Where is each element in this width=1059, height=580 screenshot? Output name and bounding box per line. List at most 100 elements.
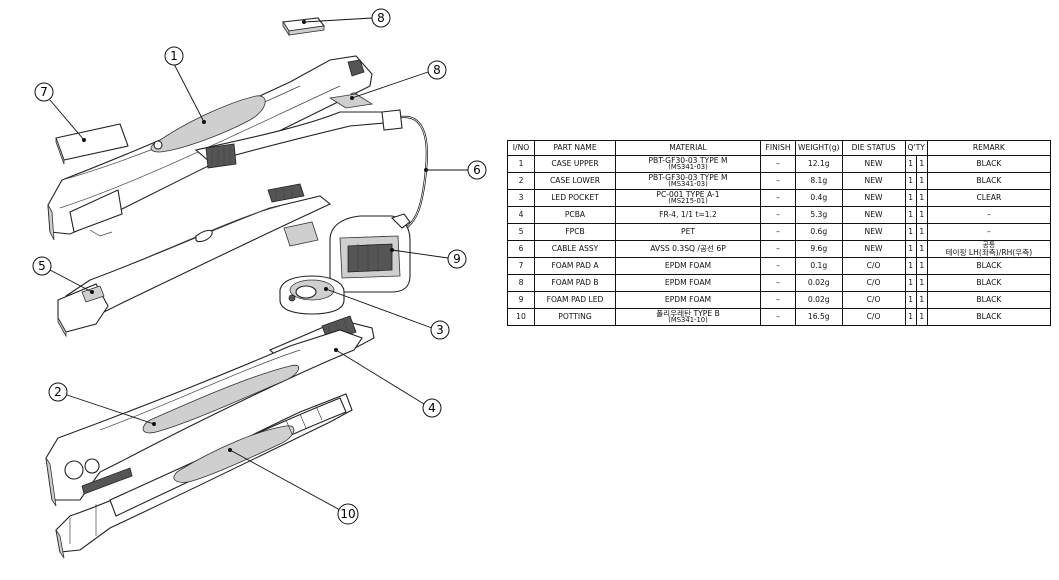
- row-remark: BLACK: [926, 257, 1051, 275]
- callout-8-right-number: 8: [433, 63, 441, 77]
- row-no: 2: [507, 172, 535, 190]
- row-die-status: NEW: [841, 240, 906, 258]
- row-qty-1: 1: [904, 172, 917, 190]
- callout-5: 5: [32, 256, 94, 294]
- row-die-status: C/O: [841, 308, 906, 326]
- row-die-status: C/O: [841, 291, 906, 309]
- row-remark: –: [926, 206, 1051, 224]
- row-qty-2: 1: [915, 291, 928, 309]
- row-qty-1: 1: [904, 223, 917, 241]
- row-qty-2: 1: [915, 308, 928, 326]
- row-qty-2: 1: [915, 172, 928, 190]
- row-material: EPDM FOAM: [615, 257, 761, 275]
- remark-main: 테이핑 LH(좌측)/RH(우측): [945, 248, 1033, 257]
- callout-10-number: 10: [340, 507, 355, 521]
- row-qty-2: 1: [915, 223, 928, 241]
- row-die-status: NEW: [841, 223, 906, 241]
- header-weight: WEIGHT(g): [795, 140, 843, 156]
- row-material: FR-4, 1/1 t=1.2: [615, 206, 761, 224]
- row-material: EPDM FOAM: [615, 274, 761, 292]
- table-row: 2 CASE LOWER PBT-GF30-03 TYPE M(MS341-03…: [507, 172, 1051, 190]
- row-no: 3: [507, 189, 535, 207]
- callout-3-number: 3: [436, 323, 444, 337]
- row-material: PET: [615, 223, 761, 241]
- row-no: 6: [507, 240, 535, 258]
- row-qty-2: 1: [915, 189, 928, 207]
- material-main: PBT-GF30-03 TYPE M: [648, 155, 728, 165]
- row-qty-1: 1: [904, 274, 917, 292]
- table-row: 8 FOAM PAD B EPDM FOAM – 0.02g C/O 1 1 B…: [507, 274, 1051, 292]
- row-qty-1: 1: [904, 308, 917, 326]
- material-main: PBT-GF30-03 TYPE M: [648, 172, 728, 182]
- row-remark: BLACK: [926, 274, 1051, 292]
- row-remark: CLEAR: [926, 189, 1051, 207]
- row-die-status: C/O: [841, 257, 906, 275]
- callout-10: 10: [228, 448, 359, 525]
- row-part-name: CABLE ASSY: [534, 240, 616, 258]
- table-row: 5 FPCB PET – 0.6g NEW 1 1 –: [507, 223, 1051, 241]
- row-remark: BLACK: [926, 308, 1051, 326]
- callout-6-number: 6: [473, 163, 481, 177]
- row-finish: –: [760, 308, 796, 326]
- row-qty-1: 1: [904, 206, 917, 224]
- row-part-name: LED POCKET: [534, 189, 616, 207]
- row-no: 8: [507, 274, 535, 292]
- row-qty-2: 1: [915, 240, 928, 258]
- row-material: 폴리우레탄 TYPE B(MS341-10): [615, 308, 761, 326]
- header-qty: Q'TY: [904, 140, 928, 156]
- header-material: MATERIAL: [615, 140, 761, 156]
- row-no: 1: [507, 155, 535, 173]
- row-material: PBT-GF30-03 TYPE M(MS341-03): [615, 172, 761, 190]
- case-lower: [45, 329, 363, 507]
- remark-top: 공통: [982, 240, 996, 249]
- row-part-name: FOAM PAD B: [534, 274, 616, 292]
- connector-housing: [283, 213, 411, 293]
- row-part-name: POTTING: [534, 308, 616, 326]
- row-weight: 0.1g: [795, 257, 843, 275]
- row-qty-1: 1: [904, 291, 917, 309]
- row-finish: –: [760, 240, 796, 258]
- header-die-status: DIE STATUS: [841, 140, 906, 156]
- row-no: 9: [507, 291, 535, 309]
- fpcb: [57, 183, 332, 338]
- callout-4-number: 4: [428, 401, 436, 415]
- callout-7-number: 7: [40, 85, 48, 99]
- row-remark: –: [926, 223, 1051, 241]
- row-part-name: CASE LOWER: [534, 172, 616, 190]
- row-part-name: FOAM PAD LED: [534, 291, 616, 309]
- row-weight: 0.4g: [795, 189, 843, 207]
- row-die-status: C/O: [841, 274, 906, 292]
- row-finish: –: [760, 206, 796, 224]
- material-main: 폴리우레탄 TYPE B: [656, 308, 720, 318]
- row-die-status: NEW: [841, 189, 906, 207]
- row-no: 5: [507, 223, 535, 241]
- row-material: PC-001 TYPE A-1(MS215-01): [615, 189, 761, 207]
- foam-pad-a: [55, 123, 129, 165]
- table-row: 7 FOAM PAD A EPDM FOAM – 0.1g C/O 1 1 BL…: [507, 257, 1051, 275]
- header-finish: FINISH: [760, 140, 796, 156]
- row-die-status: NEW: [841, 155, 906, 173]
- row-no: 4: [507, 206, 535, 224]
- row-part-name: FOAM PAD A: [534, 257, 616, 275]
- row-weight: 12.1g: [795, 155, 843, 173]
- material-spec: (MS341-10): [668, 316, 708, 324]
- row-die-status: NEW: [841, 172, 906, 190]
- row-weight: 5.3g: [795, 206, 843, 224]
- row-finish: –: [760, 274, 796, 292]
- row-finish: –: [760, 189, 796, 207]
- row-weight: 16.5g: [795, 308, 843, 326]
- row-material: AVSS 0.3SQ /공선 6P: [615, 240, 761, 258]
- led-pocket: [279, 275, 345, 315]
- row-qty-2: 1: [915, 257, 928, 275]
- row-qty-2: 1: [915, 206, 928, 224]
- bom-header-row: I/NO PART NAME MATERIAL FINISH WEIGHT(g)…: [507, 140, 1051, 156]
- row-no: 10: [507, 308, 535, 326]
- row-qty-1: 1: [904, 155, 917, 173]
- row-remark: BLACK: [926, 291, 1051, 309]
- table-row: 9 FOAM PAD LED EPDM FOAM – 0.02g C/O 1 1…: [507, 291, 1051, 309]
- callout-8-top: 8: [302, 8, 391, 28]
- row-qty-2: 1: [915, 274, 928, 292]
- row-qty-1: 1: [904, 257, 917, 275]
- callout-1-number: 1: [170, 49, 178, 63]
- callout-9: 9: [390, 248, 467, 269]
